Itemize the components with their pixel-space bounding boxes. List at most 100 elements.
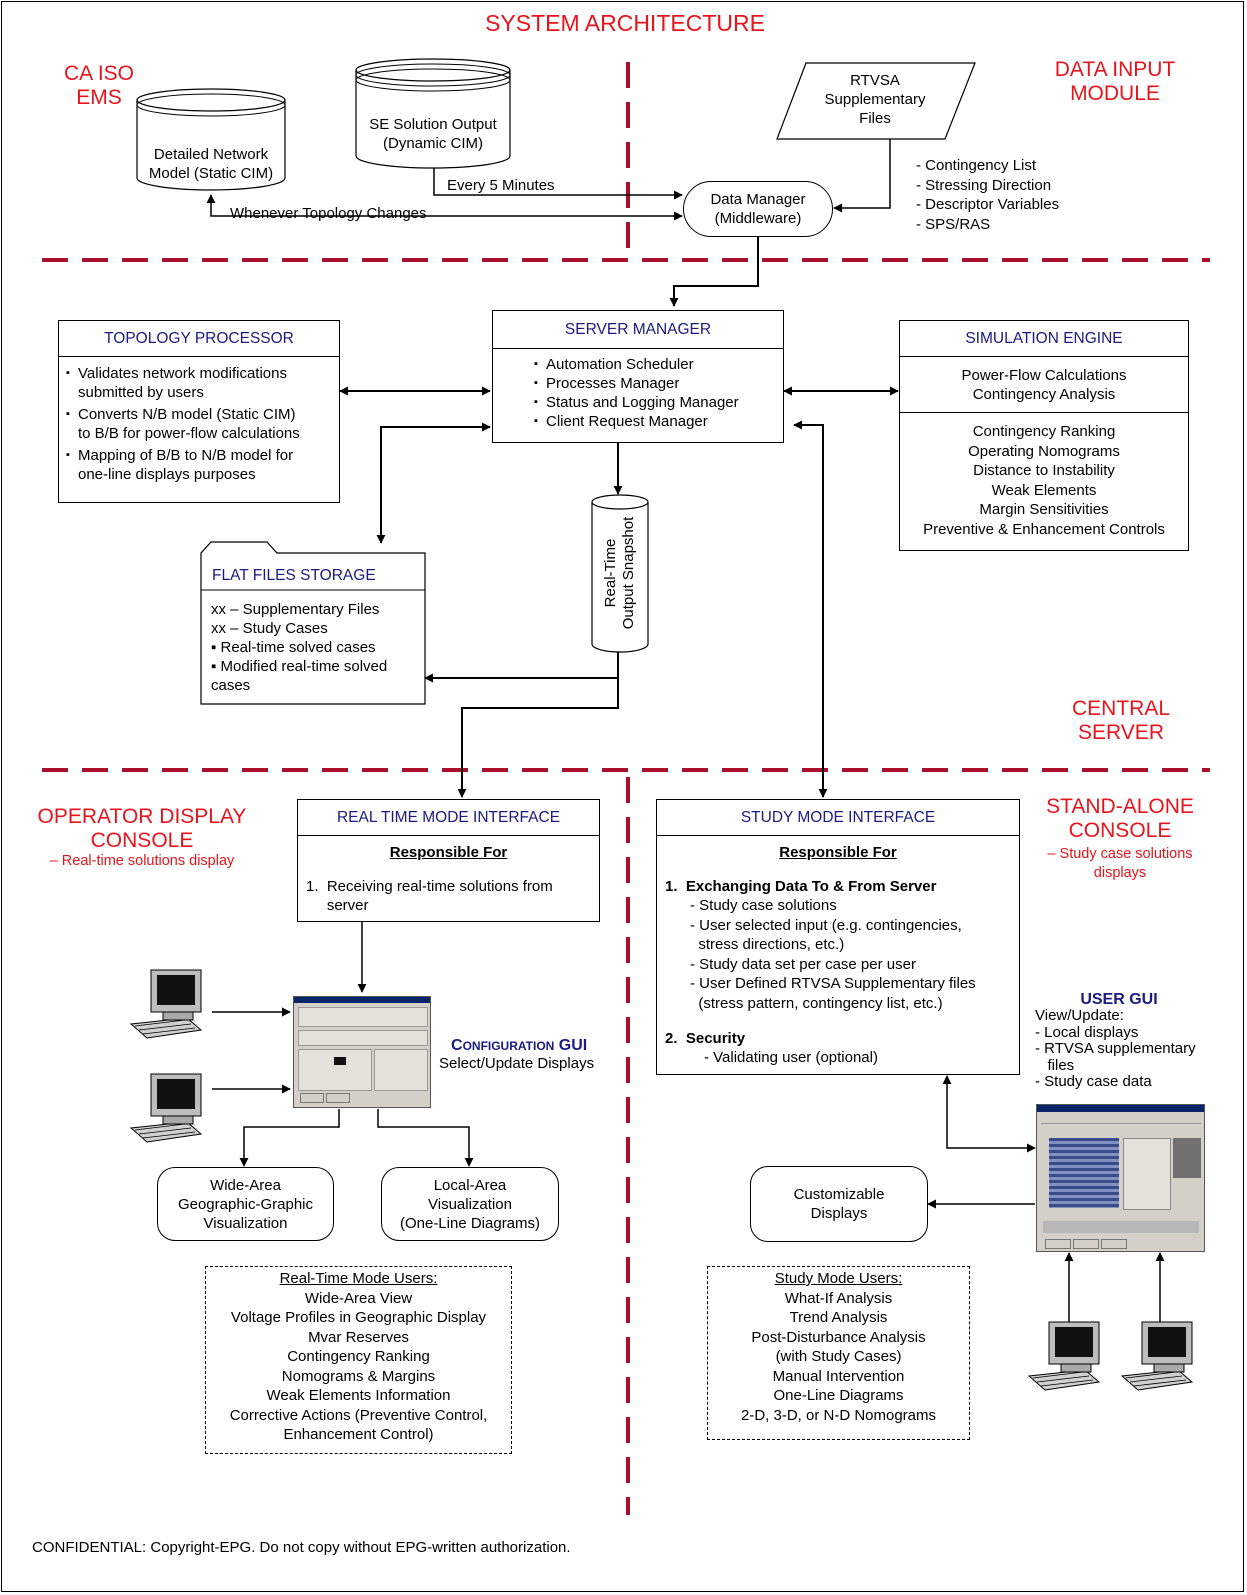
simulation-engine-divider [900,356,1188,357]
study-users-list: What-If Analysis Trend Analysis Post-Dis… [740,1289,937,1424]
study-item-security: 2. Security [665,1030,746,1047]
region-label-operator-console: OPERATOR DISPLAY CONSOLE [37,805,247,852]
snapshot-label: Real-Time Output Snapshot [602,516,637,630]
study-interface-divider [657,835,1019,836]
real-time-responsibility-text: 1. Receiving real-time solutions from se… [306,878,553,914]
local-area-visualization[interactable]: Local-Area Visualization (One-Line Diagr… [381,1167,559,1241]
network-model-label: Detailed Network Model (Static CIM) [148,146,274,182]
flat-files-title: FLAT FILES STORAGE [212,567,376,584]
user-gui-title: USER GUI [1080,991,1158,1008]
real-time-users-box: Real-Time Mode Users: Wide-Area View Vol… [205,1266,512,1454]
study-users-box: Study Mode Users: What-If Analysis Trend… [707,1266,970,1440]
arrow-topology-changes [206,194,683,221]
window-panel [1173,1138,1201,1178]
page-title: SYSTEM ARCHITECTURE [485,10,765,36]
arrow-config-widearea [239,1109,340,1167]
window-button [1101,1239,1127,1249]
window-panel [298,1049,372,1091]
topology-processor-list: Validates network modifications submitte… [63,364,339,484]
study-responsible-label: Responsible For [779,844,897,861]
region-label-central-server: CENTRAL SERVER [1071,697,1171,744]
window-button [300,1093,324,1103]
study-workstation-icon[interactable] [1118,1320,1202,1400]
region-label-data-input-module: DATA INPUT MODULE [1054,58,1176,105]
real-time-users-list: Wide-Area View Voltage Profiles in Geogr… [229,1289,488,1444]
window-panel [1043,1221,1199,1233]
arrow-snapshot-realtime [457,678,619,798]
window-swatch [334,1057,346,1065]
operator-workstation-icon[interactable] [127,968,211,1048]
simulation-engine-divider [900,412,1188,413]
flat-files-contents: xx – Supplementary Files xx – Study Case… [211,601,388,694]
flat-files-folder-icon [200,541,426,705]
window-titlebar [294,997,430,1003]
server-manager-item: Client Request Manager [531,412,739,431]
simulation-engine-title: SIMULATION ENGINE [965,330,1123,347]
server-manager-title: SERVER MANAGER [564,321,712,338]
simulation-engine-box: SIMULATION ENGINE Power-Flow Calculation… [899,320,1189,551]
user-gui-description: View/Update: - Local displays - RTVSA su… [1035,1007,1196,1090]
window-button [326,1093,350,1103]
study-item-exchange-details: - Study case solutions - User selected i… [690,897,976,1012]
study-workstation-icon[interactable] [1025,1320,1109,1400]
topology-processor-box: TOPOLOGY PROCESSOR Validates network mod… [58,320,340,503]
rtvsa-item: - Stressing Direction [916,176,1052,194]
rtvsa-item: - Descriptor Variables [916,196,1060,213]
rtvsa-item: - Contingency List [916,157,1037,174]
rtvsa-files-label: RTVSA Supplementary Files [824,72,926,127]
window-panel [298,1007,428,1027]
real-time-interface-divider [298,835,599,836]
study-interface-box: STUDY MODE INTERFACE Responsible For 1. … [656,799,1020,1075]
user-gui-window[interactable] [1036,1104,1205,1252]
topology-processor-item: Validates network modifications submitte… [63,364,339,402]
window-panel [298,1030,428,1046]
every-5-minutes-label: Every 5 Minutes [447,177,555,194]
rtvsa-item: - SPS/RAS [916,215,991,233]
real-time-users-title: Real-Time Mode Users: [279,1270,438,1287]
server-manager-item: Processes Manager [531,374,739,393]
window-menubar [1041,1117,1201,1124]
window-button [1045,1239,1071,1249]
server-manager-item: Automation Scheduler [531,355,739,374]
region-label-standalone-console: STAND-ALONE CONSOLE [1046,795,1194,842]
arrow-study-usergui [942,1075,1036,1153]
zone-dividers [42,62,1210,1515]
operator-workstation-icon[interactable] [127,1072,211,1152]
standalone-console-subtitle: – Study case solutions displays [1047,846,1193,881]
topology-processor-item: Converts N/B model (Static CIM) to B/B f… [63,405,339,443]
study-interface-title: STUDY MODE INTERFACE [740,809,936,826]
topology-processor-title: TOPOLOGY PROCESSOR [104,330,294,347]
server-manager-item: Status and Logging Manager [531,393,739,412]
window-table [1049,1138,1119,1208]
arrow-rtvsa-to-manager [833,137,891,213]
arrow-server-study [793,420,828,798]
operator-console-subtitle: – Real-time solutions display [49,853,235,869]
data-manager-node: Data Manager (Middleware) [683,181,833,237]
topology-processor-item: Mapping of B/B to N/B model for one-line… [63,446,339,484]
rtvsa-item-list: - Contingency List - Stressing Direction… [916,156,1059,234]
real-time-interface-title: REAL TIME MODE INTERFACE [336,809,561,826]
se-solution-label: SE Solution Output (Dynamic CIM) [369,116,497,152]
window-panel [1123,1138,1171,1210]
topology-changes-label: Whenever Topology Changes [230,205,427,222]
configuration-gui-title: CONFIGURATION GUI [451,1037,588,1054]
network-model-database-icon [136,88,286,191]
region-label-ca-iso-ems: CA ISO EMS [63,62,135,109]
server-manager-divider [493,348,783,349]
wide-area-visualization[interactable]: Wide-Area Geographic-Graphic Visualizati… [157,1167,334,1241]
window-panel [374,1049,428,1091]
topology-processor-divider [59,356,339,357]
real-time-interface-box: REAL TIME MODE INTERFACE Responsible For… [297,799,600,922]
arrow-config-localarea [377,1109,474,1167]
configuration-gui-window[interactable] [293,996,431,1108]
real-time-responsible-label: Responsible For [389,844,508,861]
window-button [1073,1239,1099,1249]
confidential-footer: CONFIDENTIAL: Copyright-EPG. Do not copy… [32,1539,571,1556]
window-titlebar [1037,1105,1204,1112]
snapshot-storage-icon [591,494,649,653]
study-item-exchange: 1. Exchanging Data To & From Server [665,878,937,895]
customizable-displays[interactable]: Customizable Displays [750,1166,928,1242]
